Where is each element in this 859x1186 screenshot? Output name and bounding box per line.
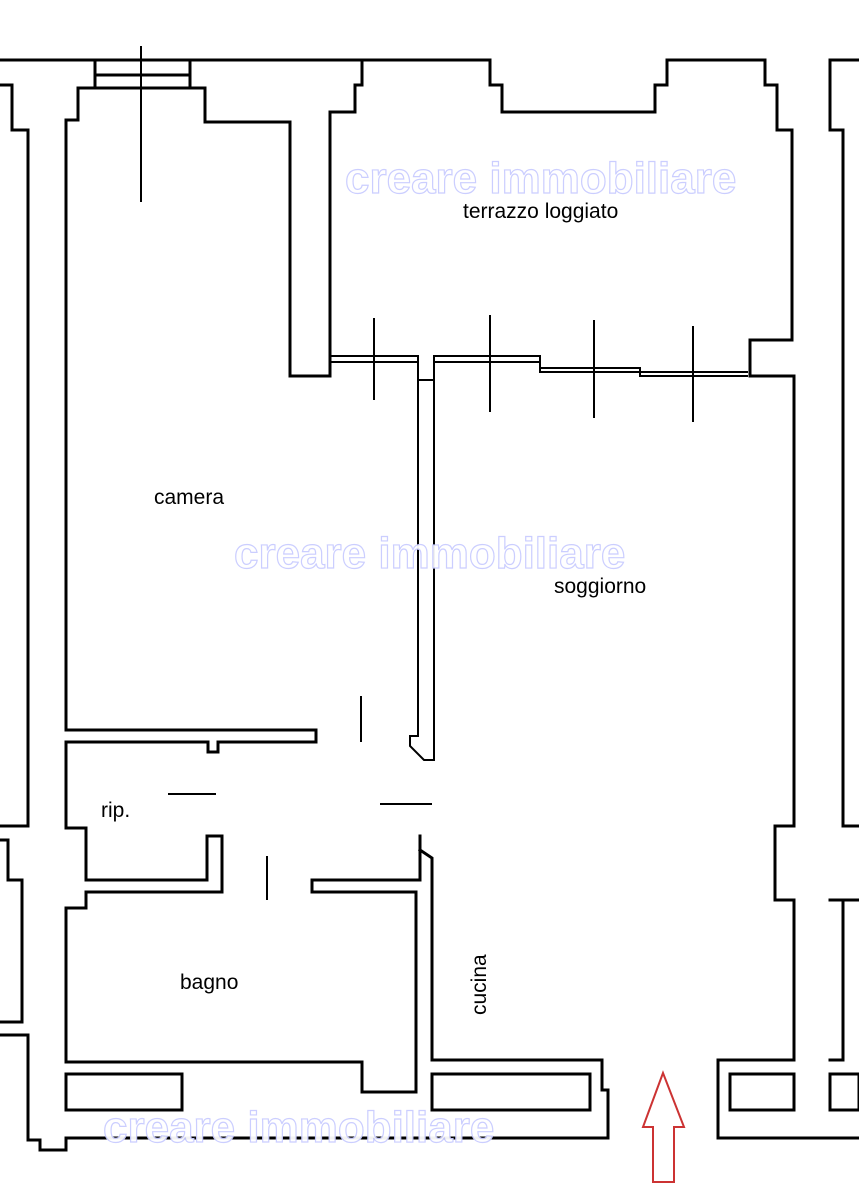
label-soggiorno: soggiorno [554, 575, 646, 598]
partition-walls [330, 355, 748, 761]
watermarks: creare immobiliare creare immobiliare cr… [102, 153, 737, 1152]
outer-walls [0, 58, 859, 1152]
arrow-up-icon [641, 1070, 686, 1183]
watermark-top: creare immobiliare [345, 154, 736, 203]
label-camera: camera [154, 486, 224, 509]
room-labels: terrazzo loggiato camera soggiorno rip. … [101, 200, 646, 1015]
label-terrazzo: terrazzo loggiato [463, 200, 618, 223]
watermark-middle: creare immobiliare [234, 529, 625, 578]
label-cucina: cucina [468, 954, 491, 1015]
label-bagno: bagno [180, 971, 238, 994]
watermark-bottom: creare immobiliare [103, 1103, 494, 1152]
label-ripostiglio: rip. [101, 799, 130, 822]
openings [140, 46, 694, 900]
